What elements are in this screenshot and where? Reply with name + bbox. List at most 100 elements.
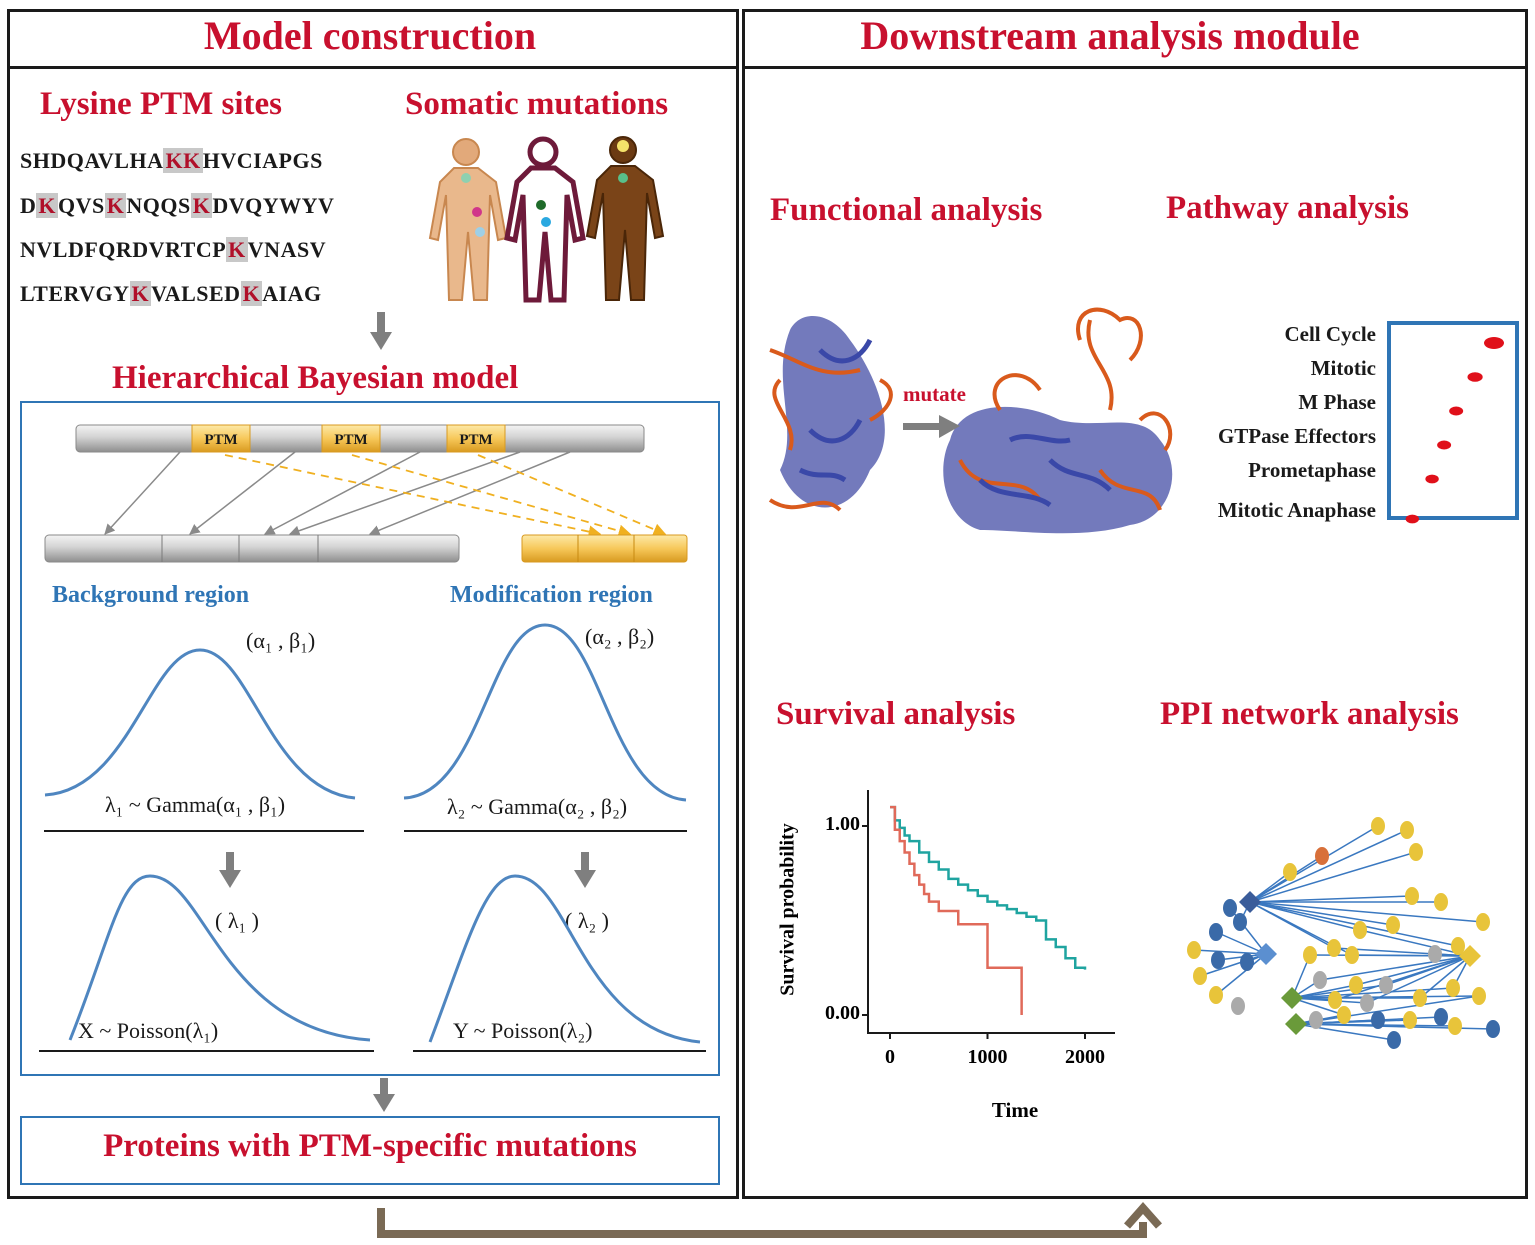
ppi-edge bbox=[1249, 901, 1335, 949]
ppi-node bbox=[1209, 986, 1223, 1004]
survival-y-axis-label: Survival probability bbox=[776, 823, 799, 996]
ppi-edge bbox=[1291, 984, 1357, 999]
right-title-divider bbox=[742, 66, 1528, 69]
poisson-curve-2 bbox=[428, 874, 701, 1044]
down-arrow-icon bbox=[370, 312, 392, 350]
survival-axes bbox=[867, 790, 1115, 1034]
survival-chart bbox=[862, 790, 1115, 1039]
model-construction-title: Model construction bbox=[203, 13, 537, 58]
ppi-edge bbox=[1291, 997, 1345, 1016]
ppi-edge bbox=[1215, 931, 1267, 955]
survival-curve bbox=[890, 805, 1087, 970]
modification-mapping-arrows bbox=[224, 454, 667, 538]
ppi-edge bbox=[1359, 929, 1471, 957]
sequence-line: DKQVSKNQQSKDVQYWYV bbox=[20, 193, 334, 219]
ppi-node bbox=[1349, 976, 1363, 994]
sequence-line: NVLDFQRDVRTCPKVNASV bbox=[20, 237, 326, 263]
sequence-segment: D bbox=[20, 193, 37, 218]
ppi-edge bbox=[1249, 871, 1291, 903]
ppi-edge bbox=[1249, 901, 1394, 926]
ppi-node bbox=[1231, 997, 1245, 1015]
y-tick-label: 0.00 bbox=[825, 1002, 860, 1024]
ppi-node bbox=[1486, 1020, 1500, 1038]
ppi-node bbox=[1193, 967, 1207, 985]
human-figure-icon bbox=[428, 138, 508, 301]
somatic-mutations-heading: Somatic mutations bbox=[405, 86, 669, 122]
ppi-edge bbox=[1291, 984, 1387, 999]
ppi-node bbox=[1379, 976, 1393, 994]
ppi-edge bbox=[1229, 907, 1267, 955]
ptm-site-box bbox=[446, 424, 506, 453]
pathway-dot bbox=[1449, 406, 1464, 416]
survival-analysis-heading: Survival analysis bbox=[776, 696, 1016, 732]
pathway-label: M Phase bbox=[1298, 390, 1376, 414]
ppi-edge bbox=[1199, 953, 1267, 977]
pathway-chart-frame bbox=[1387, 321, 1519, 520]
result-box bbox=[20, 1116, 720, 1185]
ppi-node bbox=[1451, 937, 1465, 955]
ppi-edge bbox=[1249, 901, 1459, 947]
ppi-node bbox=[1371, 1011, 1385, 1029]
ppi-edge bbox=[1355, 955, 1471, 986]
ptm-lysine-site: K bbox=[36, 193, 59, 218]
ptm-site-label: PTM bbox=[204, 432, 237, 448]
sequence-segment: DVQYWYV bbox=[212, 193, 335, 218]
bayesian-model-box bbox=[20, 401, 720, 1076]
alpha-beta-1: (α₁ , β₁) bbox=[246, 628, 316, 653]
ppi-edge bbox=[1295, 995, 1480, 1025]
gamma-formula-1: λ₁ ~ Gamma(α₁ , β₁) bbox=[105, 792, 286, 817]
sequence-segment: SHDQAVLHA bbox=[20, 148, 164, 173]
poisson-formula-2: Y ~ Poisson(λ₂) bbox=[453, 1018, 593, 1043]
pathway-label: Mitotic bbox=[1310, 356, 1376, 380]
sequence-segment: AIAG bbox=[262, 281, 322, 306]
ppi-edge bbox=[1215, 953, 1267, 996]
ppi-node bbox=[1403, 1011, 1417, 1029]
modification-region-bar bbox=[521, 534, 688, 563]
model-construction-panel bbox=[7, 9, 739, 1199]
ptm-lysine-site: K bbox=[129, 281, 152, 306]
sequence-segment: HVCIAPGS bbox=[202, 148, 323, 173]
x-tick-label: 1000 bbox=[967, 1046, 1008, 1068]
ppi-node bbox=[1233, 913, 1247, 931]
ppi-hub-node bbox=[1239, 891, 1261, 913]
human-figure-icon bbox=[504, 136, 586, 303]
pathway-label: GTPase Effectors bbox=[1217, 424, 1376, 448]
ppi-node bbox=[1209, 923, 1223, 941]
ppi-edge bbox=[1249, 829, 1408, 903]
ppi-network-heading: PPI network analysis bbox=[1160, 696, 1459, 732]
ptm-site-box bbox=[191, 424, 251, 453]
ppi-edge bbox=[1249, 851, 1417, 903]
ppi-node bbox=[1446, 979, 1460, 997]
ppi-edge bbox=[1249, 825, 1379, 903]
sequence-segment: NQQS bbox=[126, 193, 191, 218]
ppi-hub-node bbox=[1285, 1013, 1307, 1035]
sequence-segment: VALSED bbox=[151, 281, 241, 306]
gamma-curve-2 bbox=[403, 623, 687, 802]
ppi-node bbox=[1211, 951, 1225, 969]
ptm-site-box bbox=[321, 424, 381, 453]
pathway-dot bbox=[1484, 337, 1504, 349]
ppi-node bbox=[1428, 945, 1442, 963]
connector-arrow bbox=[377, 1208, 1147, 1238]
pathway-dot bbox=[1437, 440, 1452, 450]
result-label: Proteins with PTM-specific mutations bbox=[103, 1128, 637, 1164]
down-arrow-icon bbox=[219, 852, 241, 888]
ppi-edge bbox=[1291, 995, 1480, 999]
bayesian-model-heading: Hierarchical Bayesian model bbox=[112, 360, 519, 396]
ppi-edge bbox=[1193, 949, 1267, 955]
ppi-node bbox=[1315, 847, 1329, 865]
ppi-node bbox=[1353, 921, 1367, 939]
sequence-line: LTERVGYKVALSEDKAIAG bbox=[20, 281, 322, 307]
ppi-node bbox=[1240, 953, 1254, 971]
downstream-analysis-panel bbox=[742, 9, 1528, 1199]
ppi-node bbox=[1187, 941, 1201, 959]
ppi-node bbox=[1283, 863, 1297, 881]
x-tick-label: 2000 bbox=[1065, 1046, 1105, 1068]
baseline-rules bbox=[39, 830, 706, 1052]
ppi-node bbox=[1337, 1006, 1351, 1024]
pathway-dots bbox=[1405, 337, 1504, 524]
pathway-dot bbox=[1405, 514, 1420, 524]
ppi-node bbox=[1400, 821, 1414, 839]
sequence-line: SHDQAVLHAKKHVCIAPGS bbox=[20, 148, 323, 174]
